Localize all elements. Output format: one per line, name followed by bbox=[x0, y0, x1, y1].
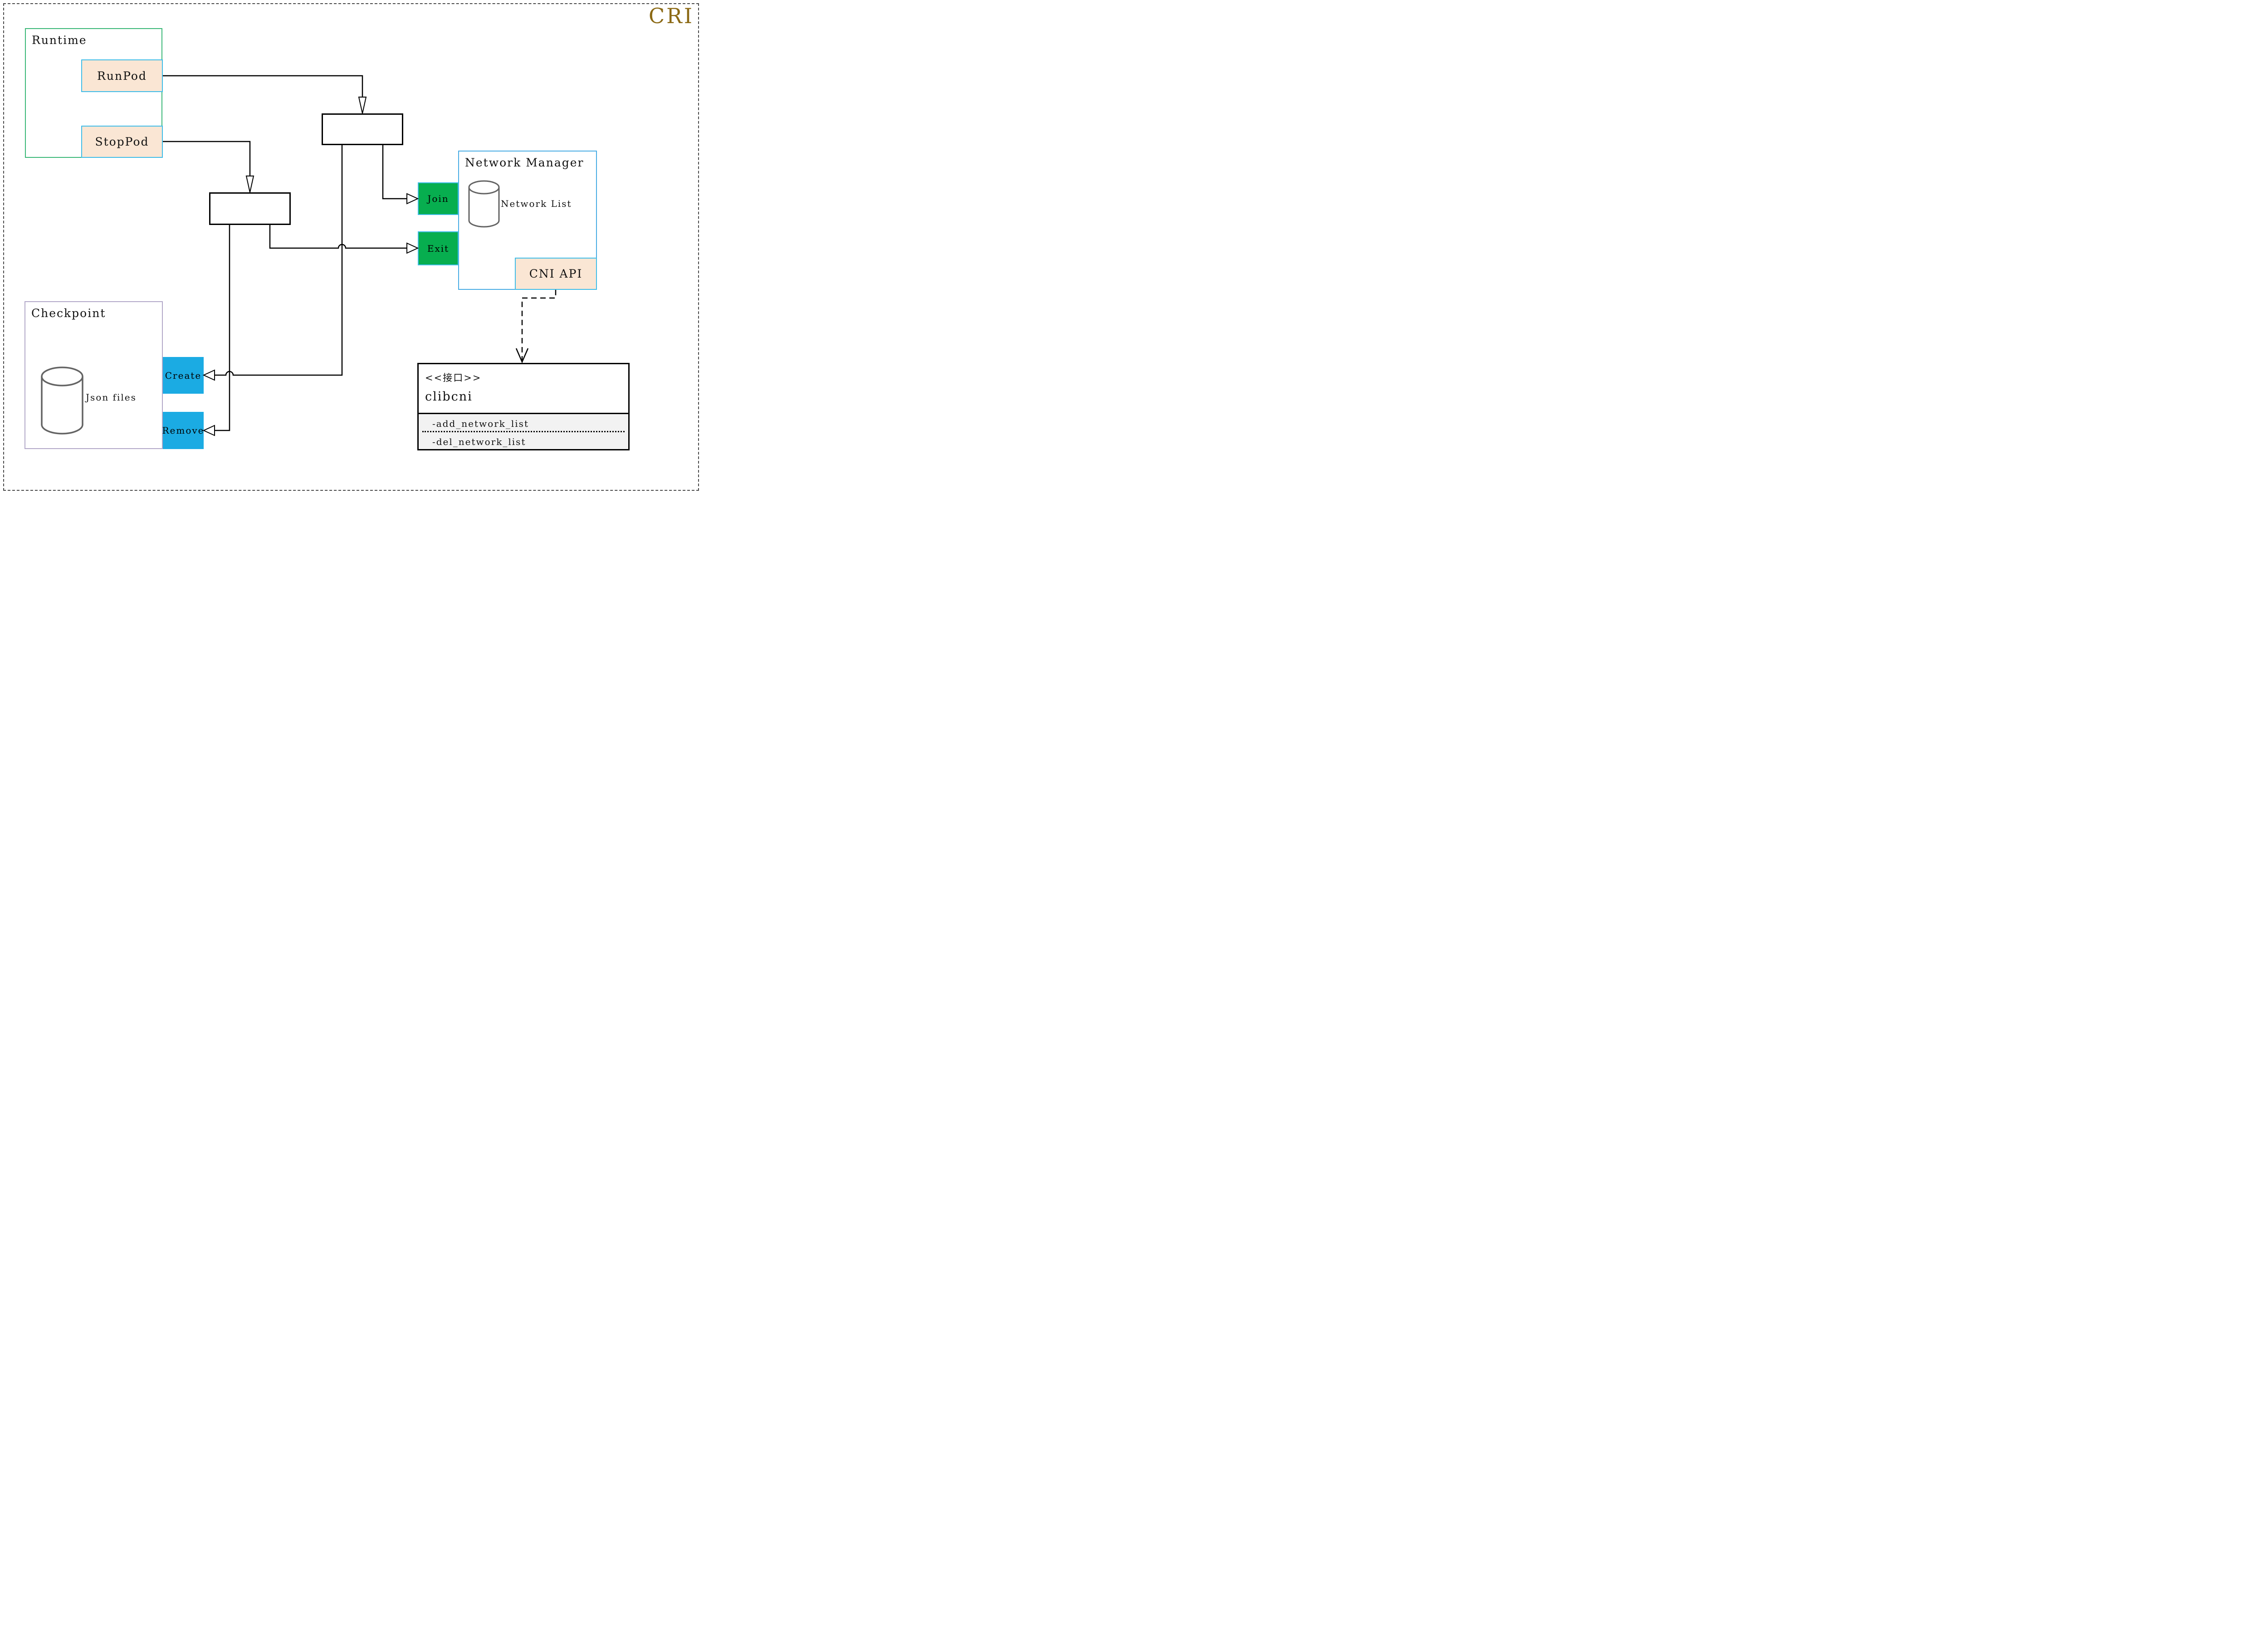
exit-node: Exit bbox=[418, 231, 459, 265]
cni-api-node: CNI API bbox=[515, 258, 597, 290]
create-node: Create bbox=[163, 357, 204, 394]
clibcni-name: clibcni bbox=[425, 390, 473, 404]
sync-bar-stoppod bbox=[209, 192, 291, 225]
diagram-canvas: CRI Runtime RunPod StopPod Network Manag… bbox=[0, 0, 702, 494]
cni-api-label: CNI API bbox=[529, 267, 583, 280]
join-label: Join bbox=[427, 193, 449, 204]
clibcni-stereotype: <<接口>> bbox=[425, 372, 482, 383]
stoppod-node: StopPod bbox=[81, 126, 163, 158]
clibcni-interface-box: <<接口>> clibcni -add_network_list -del_ne… bbox=[417, 363, 630, 450]
clibcni-member-divider bbox=[422, 431, 625, 432]
runtime-title: Runtime bbox=[32, 34, 87, 47]
checkpoint-title: Checkpoint bbox=[31, 307, 106, 320]
remove-node: Remove bbox=[162, 412, 205, 449]
runpod-node: RunPod bbox=[81, 59, 163, 92]
network-manager-title: Network Manager bbox=[465, 156, 584, 169]
json-files-label: Json files bbox=[86, 392, 137, 403]
clibcni-member-add: -add_network_list bbox=[432, 418, 529, 429]
clibcni-members-section: -add_network_list -del_network_list bbox=[419, 414, 628, 449]
cri-badge: CRI bbox=[648, 4, 694, 28]
page-dashed-border bbox=[3, 3, 699, 491]
create-label: Create bbox=[165, 370, 202, 381]
join-node: Join bbox=[418, 182, 459, 215]
clibcni-member-del: -del_network_list bbox=[432, 436, 526, 447]
checkpoint-box: Checkpoint bbox=[24, 301, 163, 449]
stoppod-label: StopPod bbox=[95, 135, 149, 148]
network-list-label: Network List bbox=[501, 198, 572, 209]
exit-label: Exit bbox=[427, 243, 450, 254]
clibcni-section-divider bbox=[418, 413, 629, 414]
sync-bar-runpod bbox=[322, 113, 403, 145]
remove-label: Remove bbox=[162, 425, 205, 436]
runpod-label: RunPod bbox=[97, 69, 147, 83]
